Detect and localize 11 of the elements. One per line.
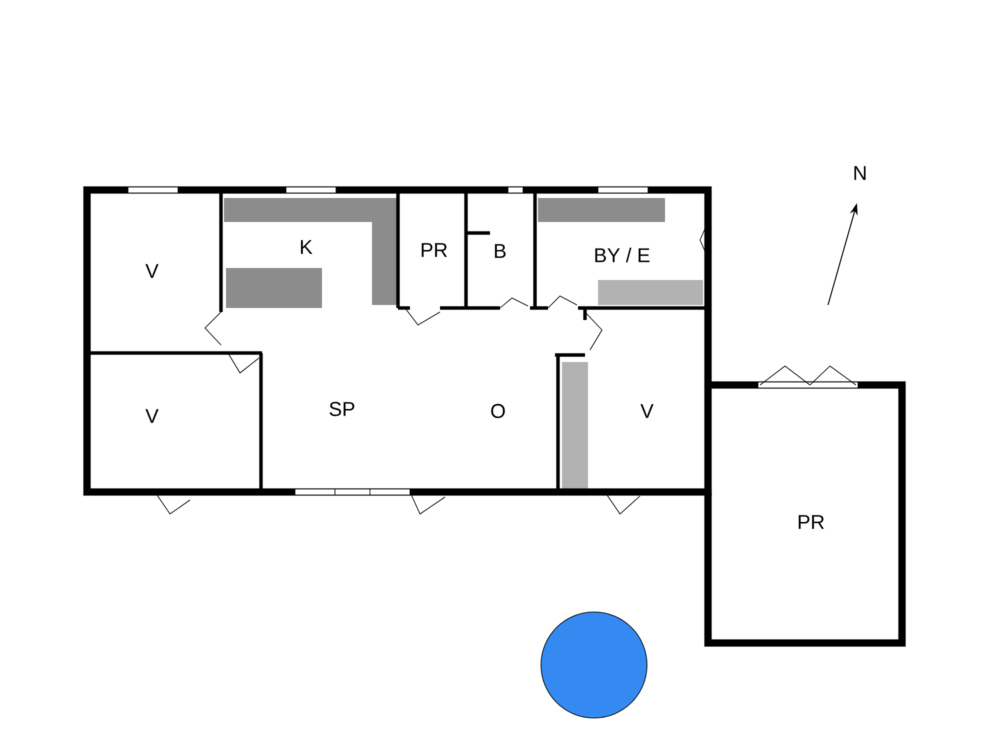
room-label: SP <box>330 402 354 416</box>
room-label: V <box>145 264 159 278</box>
room-label: V <box>640 404 654 418</box>
room-label: O <box>491 404 505 418</box>
room-label: B <box>494 244 506 258</box>
room-label: BY / E <box>595 248 650 262</box>
room-label: K <box>300 240 312 254</box>
room-label: PR <box>422 243 447 257</box>
compass-label: N <box>854 166 866 180</box>
room-label: PR <box>798 515 824 529</box>
room-label: V <box>145 409 159 423</box>
